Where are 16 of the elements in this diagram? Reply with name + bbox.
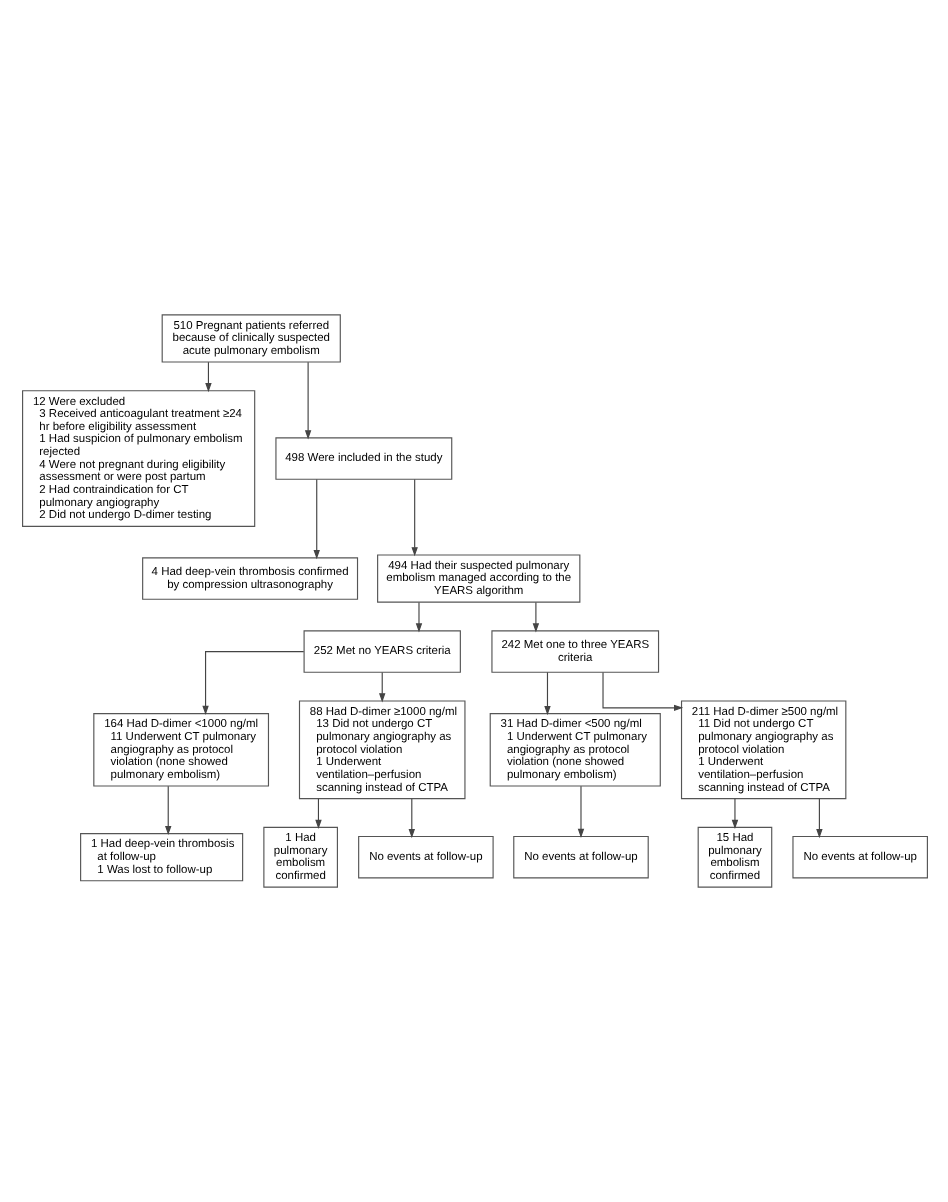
arrow — [312, 478, 319, 560]
arrow — [164, 785, 171, 836]
arrow — [531, 601, 539, 633]
arrow — [601, 671, 683, 712]
arrow — [543, 671, 550, 716]
arrow — [303, 361, 311, 440]
arrow — [730, 798, 738, 830]
arrow — [204, 361, 211, 393]
arrow — [201, 650, 304, 715]
arrow — [314, 798, 321, 830]
arrow — [815, 798, 822, 839]
arrow — [414, 601, 422, 633]
arrow — [410, 478, 417, 557]
arrow — [378, 671, 385, 703]
arrow — [576, 785, 584, 838]
arrow — [407, 798, 415, 839]
